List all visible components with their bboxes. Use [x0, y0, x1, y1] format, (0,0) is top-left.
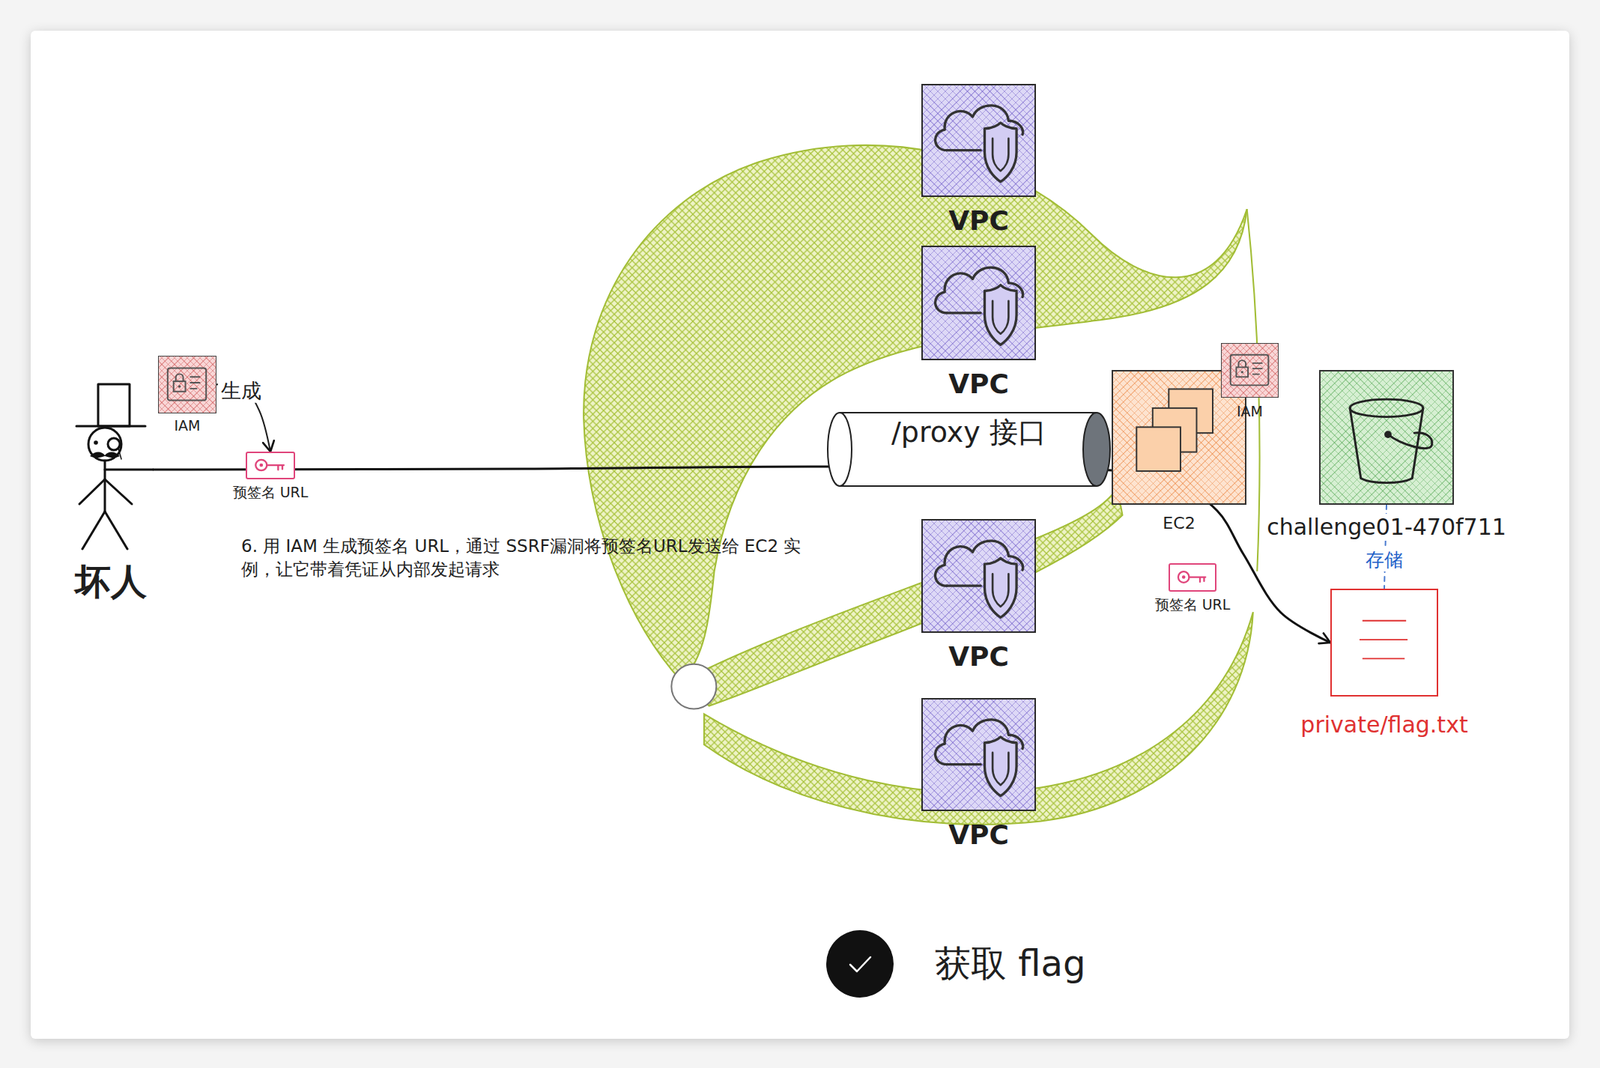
presigned-url-icon-icon: [1170, 564, 1215, 591]
vpc-box-icon: [922, 247, 1035, 359]
node-label: VPC: [948, 367, 1009, 400]
s3-bucket-graphic: [1349, 399, 1433, 483]
vpc-box: VPC: [921, 698, 1036, 812]
node-label: VPC: [948, 204, 1009, 237]
node-label: EC2: [1162, 513, 1195, 534]
s3-bucket: challenge01-470f711: [1319, 370, 1454, 505]
presigned-url-icon-graphic: [1178, 571, 1206, 583]
presigned-url-icon: 预签名 URL: [245, 451, 296, 480]
stick-figure-graphic: [76, 384, 154, 550]
iam-box-graphic: [167, 368, 206, 401]
check-circle: 获取 flag: [826, 930, 894, 998]
iam-box-icon: [1221, 343, 1278, 398]
node-label: VPC: [948, 640, 1009, 673]
swirl-band: [704, 611, 1254, 825]
ec2-instance-graphic: [1136, 388, 1213, 472]
vpc-box-graphic: [935, 105, 1024, 183]
flag-file-icon: [1331, 590, 1437, 696]
node-label: IAM: [1236, 402, 1263, 421]
node-label: VPC: [948, 818, 1009, 851]
node-label: 坏人: [74, 560, 147, 604]
node-label: private/flag.txt: [1300, 711, 1468, 739]
iam-box: IAM: [1220, 343, 1279, 398]
stick-figure: 坏人: [67, 378, 154, 555]
vpc-box-graphic: [935, 540, 1024, 618]
swirl-eye: [671, 664, 717, 710]
vpc-box-graphic: [935, 267, 1024, 345]
flag-file-graphic: [1359, 620, 1408, 660]
connector-label: 生成: [217, 379, 265, 403]
check-circle-graphic: [850, 957, 871, 972]
iam-box-graphic: [1230, 355, 1269, 386]
swirl-band: [681, 487, 1123, 706]
node-label: /proxy 接口: [888, 415, 1050, 451]
vpc-box: VPC: [921, 245, 1036, 361]
vpc-box: VPC: [921, 519, 1036, 633]
node-label: challenge01-470f711: [1263, 513, 1510, 541]
iam-box: IAM: [158, 355, 217, 414]
vpc-box: VPC: [921, 83, 1036, 198]
proxy-tube: /proxy 接口: [826, 411, 1112, 488]
node-label: 预签名 URL: [232, 483, 309, 502]
vpc-box-graphic: [935, 719, 1024, 797]
presigned-url-icon: 预签名 URL: [1168, 563, 1217, 592]
presigned-url-icon-icon: [247, 453, 294, 478]
connector-label: 存储: [1362, 549, 1406, 572]
vpc-box-icon: [922, 699, 1035, 810]
stick-figure-icon: [67, 378, 154, 555]
step-note: 6. 用 IAM 生成预签名 URL，通过 SSRF漏洞将预签名URL发送给 E…: [241, 534, 826, 582]
check-circle-icon: [826, 930, 894, 998]
presigned-url-icon-graphic: [255, 459, 284, 471]
flag-file: private/flag.txt: [1330, 588, 1439, 697]
vpc-box-icon: [922, 520, 1035, 632]
vpc-box-icon: [922, 85, 1035, 196]
proxy-tube-graphic: [827, 412, 1111, 487]
node-label: 获取 flag: [934, 942, 1086, 986]
node-label: IAM: [174, 417, 201, 435]
iam-box-icon: [158, 356, 216, 413]
s3-bucket-icon: [1320, 371, 1453, 504]
node-label: 预签名 URL: [1155, 596, 1231, 614]
